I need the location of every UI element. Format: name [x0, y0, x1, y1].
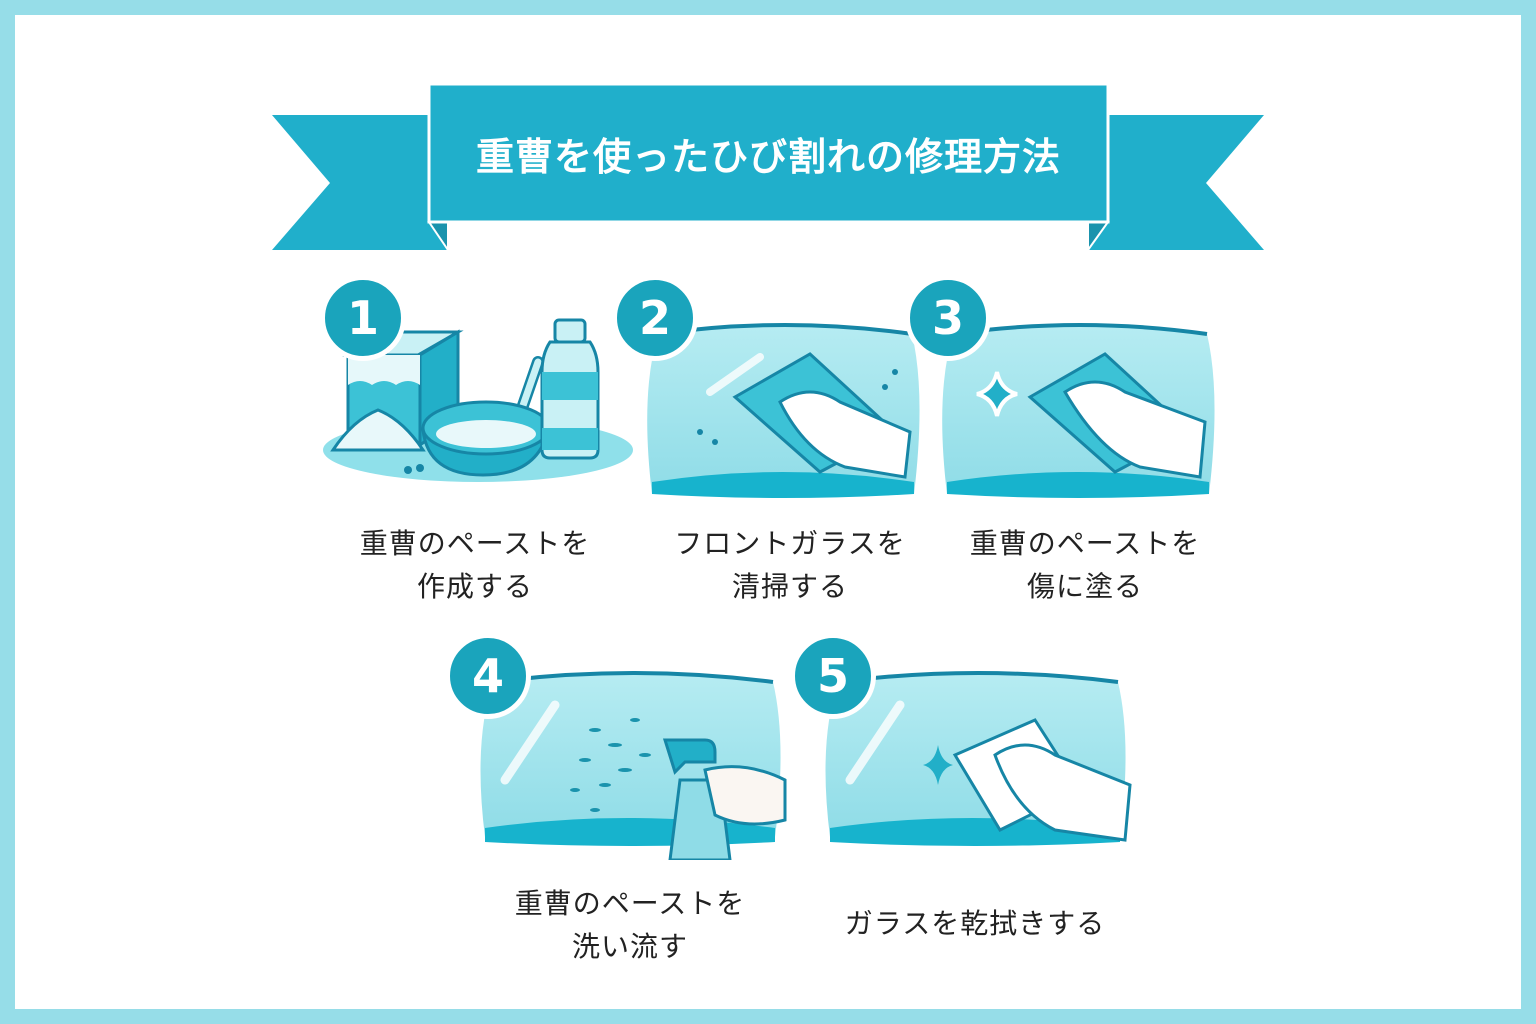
step-number-badge: 2 — [612, 275, 698, 361]
sparkle-icon — [923, 745, 953, 785]
ribbon-right-tail — [1088, 115, 1264, 250]
step-number-badge: 3 — [905, 275, 991, 361]
step-caption: 重曹のペーストを 傷に塗る — [969, 527, 1201, 603]
ribbon-main — [427, 82, 1110, 224]
title-ribbon — [272, 82, 1264, 254]
cloth-and-hand-icon — [1027, 352, 1207, 479]
white-cloth-and-hand-icon — [952, 718, 1132, 842]
step-number-badge: 1 — [320, 275, 406, 361]
bottle-icon — [540, 318, 600, 460]
ribbon-left-tail — [272, 115, 448, 250]
mixing-bowl-icon — [421, 356, 551, 477]
spray-rinse-illustration — [480, 671, 787, 860]
page-title: 重曹を使ったひび割れの修理方法 — [475, 134, 1061, 179]
applying-paste-illustration — [942, 323, 1215, 498]
step-caption: 重曹のペーストを 洗い流す — [514, 887, 746, 963]
step-caption: 重曹のペーストを 作成する — [359, 527, 591, 603]
spray-droplets — [570, 718, 651, 812]
step-caption: ガラスを乾拭きする — [844, 907, 1106, 940]
step-number-badge: 4 — [445, 633, 531, 719]
windshield-cleaning-illustration — [647, 323, 920, 498]
powder-pile-icon — [330, 408, 426, 452]
sparkle-icon — [976, 371, 1018, 417]
dry-wipe-illustration — [825, 671, 1132, 846]
spray-bottle-icon — [662, 738, 787, 860]
cloth-and-hand-icon — [732, 352, 912, 479]
step-caption: フロントガラスを 清掃する — [674, 527, 906, 603]
step-number-badge: 5 — [790, 633, 876, 719]
